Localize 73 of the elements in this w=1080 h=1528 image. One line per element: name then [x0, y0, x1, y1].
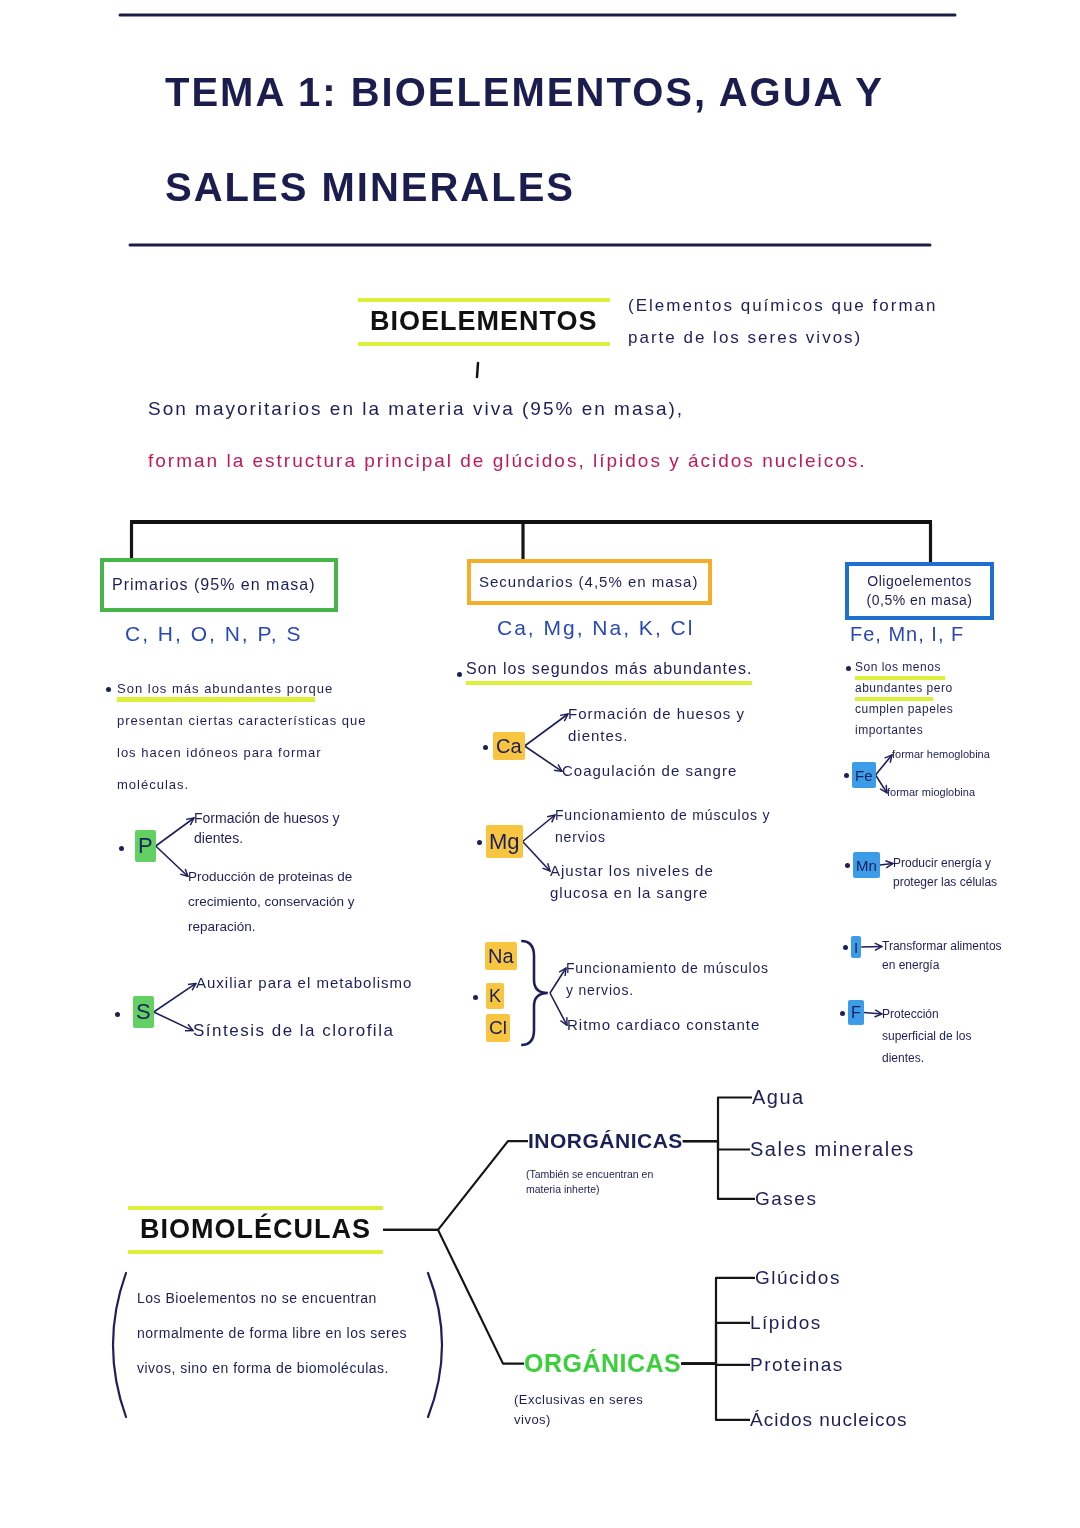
arrow	[860, 942, 883, 951]
connector-line	[521, 524, 525, 559]
function-text: Síntesis de la clorofila	[193, 1020, 433, 1042]
element-list: Ca, Mg, Na, K, Cl	[497, 615, 695, 642]
note-text: (Elementos químicos que forman parte de los seres vivos)	[628, 295, 939, 349]
note-text: (También se encuentran en materia inherte)	[526, 1167, 655, 1197]
title-text: TEMA 1: BIOELEMENTOS, AGUA Y SALES MINERALES	[165, 69, 885, 211]
symbol-tile: Cl	[486, 1014, 510, 1042]
arrow	[523, 745, 563, 773]
arrow	[152, 982, 197, 1013]
arrow	[549, 967, 567, 994]
category-item: Glúcidos	[755, 1266, 841, 1290]
connector-line	[682, 1140, 755, 1200]
symbol-tile: F	[848, 1000, 864, 1025]
bracket-bar	[130, 520, 932, 524]
function-text: Formación de huesos y dientes.	[568, 703, 793, 747]
function-text: Funcionamiento de músculos y nervios.	[566, 957, 781, 1001]
category-item: Agua	[752, 1085, 805, 1110]
symbol-tile: Fe	[852, 762, 876, 788]
arrow	[863, 1009, 883, 1018]
function-text: Producción de proteinas de crecimiento, conservación y reparación.	[188, 864, 403, 939]
category-item: Sales minerales	[750, 1137, 915, 1162]
body-text: Son mayoritarios en la materia viva (95% en masa),	[148, 397, 685, 421]
category-item: Ácidos nucleicos	[750, 1408, 908, 1432]
heading-text: BIOELEMENTOS	[358, 298, 610, 346]
function-text: formar hemoglobina	[892, 748, 1007, 762]
note-text: Los Bioelementos no se encuentran normalmente de forma libre en los seres vivos, sino en forma de biomoléculas.	[137, 1289, 409, 1378]
function-text: Transformar alimentos en energía	[882, 937, 1004, 975]
arrow	[521, 814, 556, 843]
arrow	[523, 713, 569, 747]
symbol-tile: I	[851, 936, 862, 958]
symbol-tile: P	[135, 830, 156, 862]
function-text: Protección superficial de los dientes.	[882, 1003, 994, 1069]
note-text: (Exclusivas en seres vivos)	[514, 1391, 645, 1429]
symbol-tile: Na	[485, 942, 517, 970]
arrow	[549, 992, 568, 1027]
arrow	[154, 845, 189, 878]
arrow	[154, 817, 195, 847]
arrow	[874, 754, 893, 776]
arrow	[521, 840, 551, 872]
symbol-tile: Mg	[486, 825, 523, 858]
category-item: Proteinas	[750, 1353, 844, 1377]
connector-line	[383, 1228, 524, 1365]
category-box: Oligoelementos (0,5% en masa)	[845, 562, 994, 620]
heading-text: BIOMOLÉCULAS	[128, 1206, 383, 1254]
function-text: Ritmo cardiaco constante	[567, 1016, 787, 1035]
symbol-tile: S	[133, 996, 154, 1028]
symbol-tile: Ca	[493, 732, 525, 760]
arrow	[879, 860, 894, 869]
symbol-tile: K	[486, 983, 504, 1009]
function-text: Producir energía y proteger las células	[893, 854, 1005, 892]
body-text: Son los segundos más abundantes.	[466, 659, 753, 685]
heading-text: INORGÁNICAS	[528, 1128, 683, 1155]
arrow	[152, 1011, 194, 1032]
connector-line	[129, 524, 134, 558]
symbol-tile: Mn	[853, 852, 880, 878]
body-text: forman la estructura principal de glúcidos, lípidos y ácidos nucleicos.	[148, 449, 868, 473]
function-text: Auxiliar para el metabolismo	[196, 974, 436, 993]
element-list: Fe, Mn, I, F	[850, 622, 965, 647]
function-text: Coagulación de sangre	[562, 762, 782, 781]
function-text: Funcionamiento de músculos y nervios	[555, 804, 777, 848]
category-box: Secundarios (4,5% en masa)	[467, 559, 712, 605]
category-item: Lípidos	[750, 1311, 822, 1335]
category-item: Gases	[755, 1187, 818, 1211]
function-text: Ajustar los niveles de glucosa en la sangre	[550, 860, 775, 904]
category-box: Primarios (95% en masa)	[100, 558, 338, 612]
connector-line	[928, 524, 933, 562]
element-list: C, H, O, N, P, S	[125, 621, 303, 648]
heading-text: ORGÁNICAS	[524, 1348, 682, 1380]
connector-line	[681, 1362, 750, 1421]
function-text: Formación de huesos y dientes.	[194, 808, 374, 848]
function-text: formar mioglobina	[887, 786, 1002, 800]
arrow	[874, 774, 888, 794]
